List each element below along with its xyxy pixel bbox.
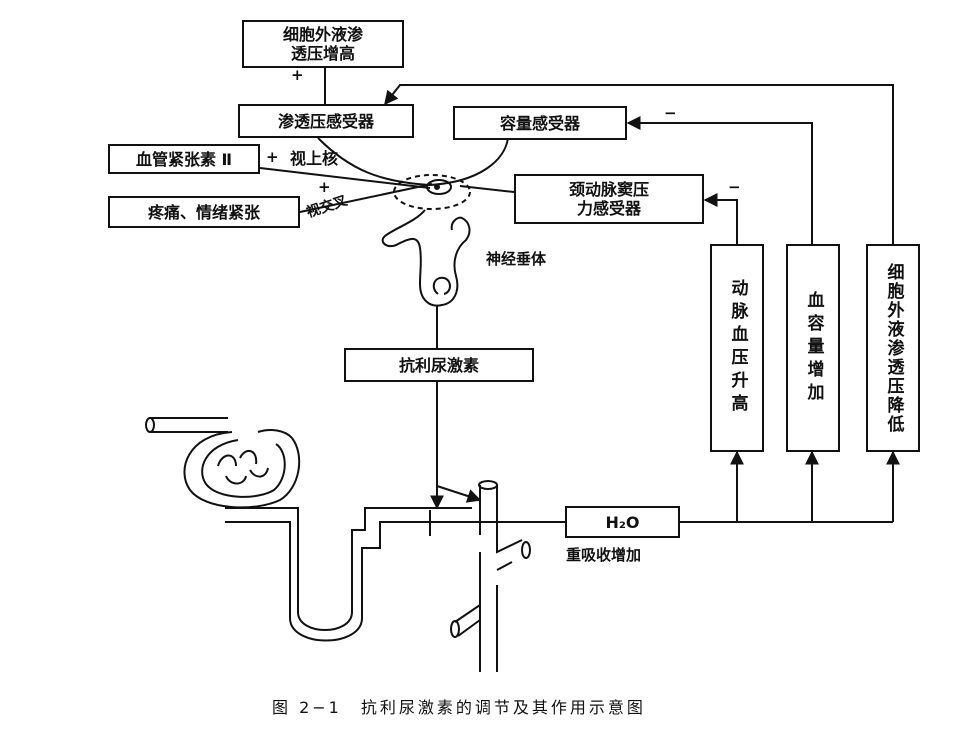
box-volume-increase: 血容量增加 [786,244,840,452]
box-bp-rise: 动脉血压升高 [710,244,764,452]
line-angiotensin [259,167,431,189]
arrow-volume-feedback [626,116,813,244]
afferent-tube [150,417,228,433]
arrow-into-duct [436,485,482,503]
arrow-osm-low-feedback [384,84,894,244]
box-osmoreceptor: 渗透压感受器 [238,104,414,138]
line-pain [299,183,433,213]
box-ecf-osm-low: 细胞外液渗透压降低 [866,244,920,452]
label-minus-carotid: − [728,178,741,196]
label-plus-pain: + [318,178,331,196]
collecting-duct [454,485,523,672]
label-minus-volume: − [664,104,677,122]
loop-of-henle [225,507,472,642]
label-supraoptic: 视上核 [290,149,339,168]
label-plus-angiotensin: + [266,148,279,166]
arrow-bp-feedback [703,193,738,244]
label-reabsorption: 重吸收增加 [566,546,642,564]
figure-caption: 图 2−1 抗利尿激素的调节及其作用示意图 [272,698,646,717]
box-ecf-osm-high: 细胞外液渗 透压增高 [242,20,404,68]
box-volume-receptor: 容量感受器 [453,106,627,140]
box-adh: 抗利尿激素 [344,348,534,382]
box-angiotensin: 血管紧张素 Ⅱ [108,144,260,174]
box-pain-emotion: 疼痛、情绪紧张 [108,196,300,228]
label-plus-top: + [291,66,304,84]
label-neurohypophysis: 神经垂体 [486,250,547,268]
pituitary-stalk [381,209,471,307]
box-carotid-baroreceptor: 颈动脉窦压 力感受器 [514,174,704,224]
bowman-capsule [183,429,301,509]
supraoptic-nucleus [426,179,452,195]
box-water: H₂O [565,506,680,538]
hypothalamic-region-dashed [393,174,471,210]
